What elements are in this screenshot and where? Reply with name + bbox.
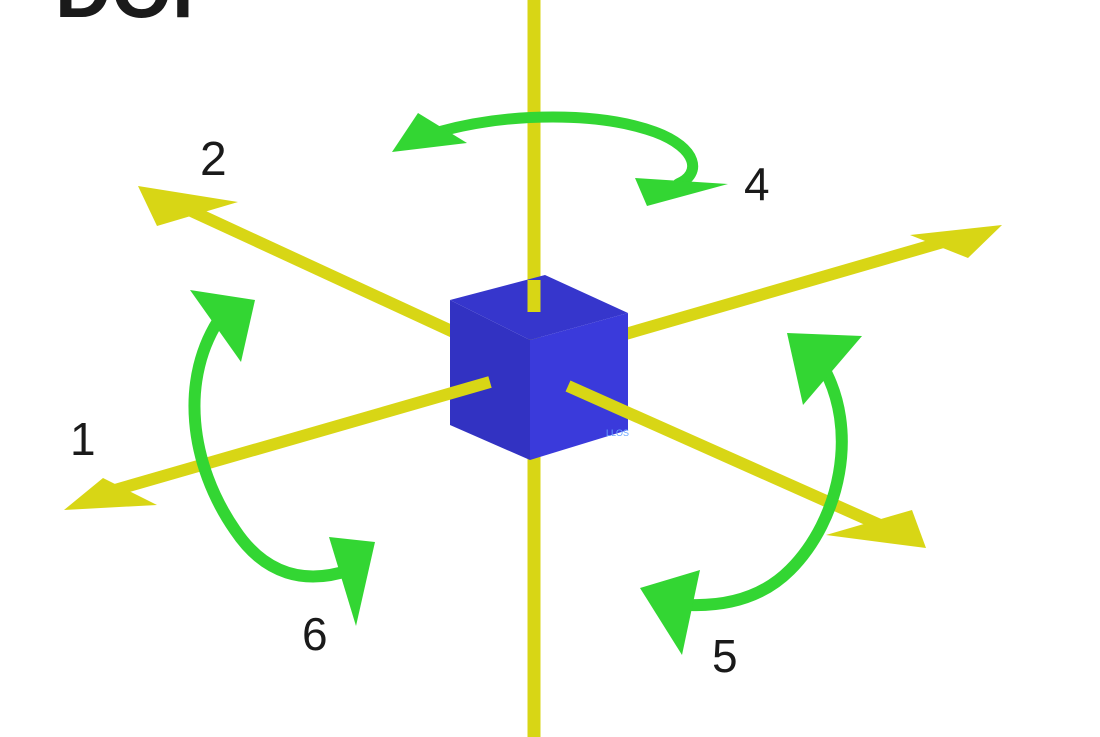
- label-1: 1: [70, 413, 96, 465]
- label-2: 2: [200, 133, 227, 186]
- cube-left: [450, 300, 530, 460]
- axis-arrow-1: [64, 376, 492, 510]
- diagram-title: DOF: [55, 0, 220, 34]
- rotation-arrow-6: [188, 290, 375, 626]
- label-5: 5: [712, 630, 738, 682]
- cube-mark: LLOS: [606, 428, 629, 438]
- rotation-arrow-4: [392, 111, 728, 206]
- axis-arrow-right-front: [565, 380, 926, 548]
- axis-arrow-right: [603, 225, 1002, 346]
- axis-arrow-2: [138, 186, 463, 341]
- label-4: 4: [744, 158, 770, 210]
- label-6: 6: [302, 608, 328, 660]
- rotation-arrow-5: [640, 333, 862, 655]
